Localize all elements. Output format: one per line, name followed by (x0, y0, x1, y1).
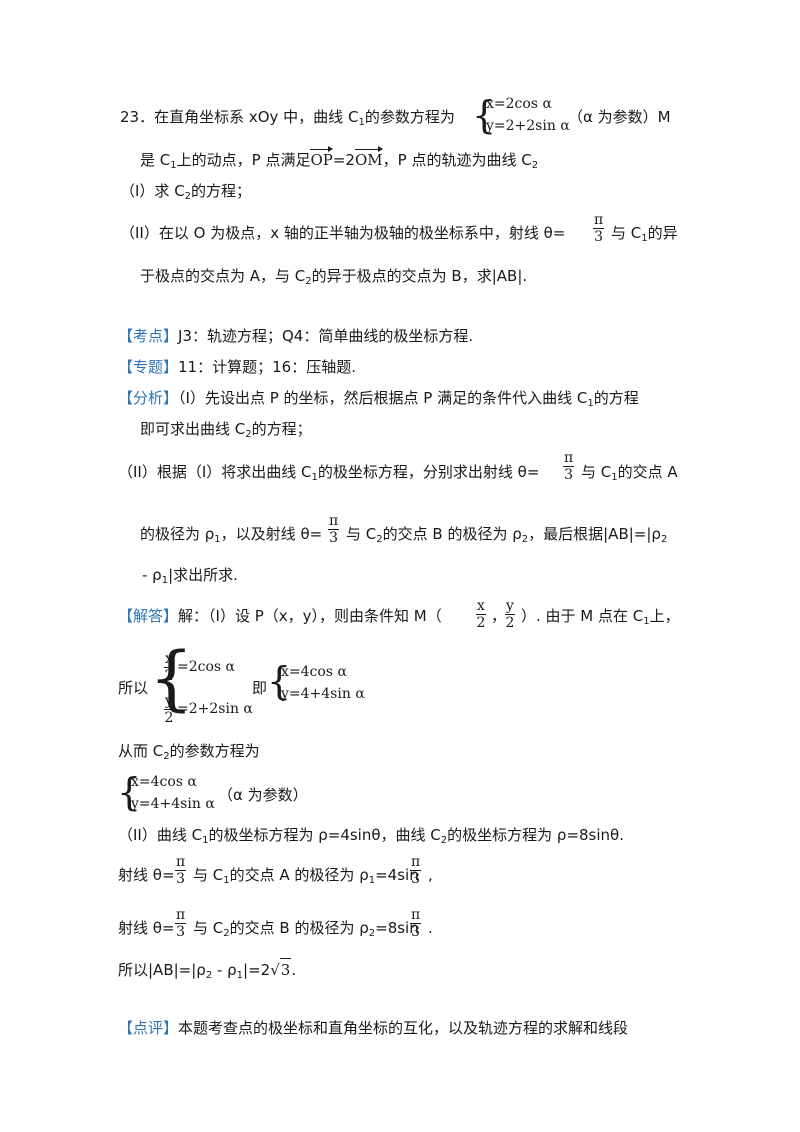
ab-result-line: 所以|AB|=|ρ2 - ρ1|=2√3. (118, 958, 296, 987)
ray-b-line-end: . (428, 919, 433, 937)
fenxi-line-3: （II）根据（I）将求出曲线 C1的极坐标方程，分别求出射线 θ= (118, 463, 540, 483)
ray-a-line: 射线 θ= (118, 866, 175, 884)
system-brace: { (117, 770, 142, 814)
part-2-question-line-1-tail: 与 C1的异 (611, 224, 678, 244)
alpha-param-note: （α 为参数） (218, 786, 308, 804)
ray-b-line-mid: 与 C2的交点 B 的极径为 ρ2=8sin (193, 919, 419, 939)
system-row-x: x=2cos α (486, 96, 552, 112)
system-row-y: y=2+2sin α (486, 118, 570, 134)
ji-label: 即 (252, 679, 268, 697)
sqrt-symbol: √ (270, 961, 280, 979)
zhuanti-tag: 【专题】 (118, 358, 179, 376)
fenxi-line-4: 的极径为 ρ1，以及射线 θ= (140, 525, 323, 545)
zhuanti-line: 【专题】11：计算题；16：压轴题. (118, 358, 356, 376)
ray-a-line-end: , (428, 866, 433, 884)
system-row-x: x=4cos α (281, 664, 347, 680)
system-brace: { (267, 659, 292, 703)
kaodian-tag: 【考点】 (118, 327, 179, 345)
jieda-line-1-tail: ）. 由于 M 点在 C1上， (521, 607, 680, 627)
vector-om: OM (354, 146, 383, 169)
system-row-x: x=4cos α (131, 774, 197, 790)
fenxi-line-4-tail: 与 C2的交点 B 的极径为 ρ2，最后根据|AB|=|ρ2 (346, 525, 668, 545)
fenxi-line-1: 【分析】（I）先设出点 P 的坐标，然后根据点 P 满足的条件代入曲线 C1的方… (118, 389, 639, 409)
part-2-solution-line-1: （II）曲线 C1的极坐标方程为 ρ=4sinθ，曲线 C2的极坐标方程为 ρ=… (118, 826, 624, 846)
system-brace: { (472, 93, 497, 137)
problem-line-1-tail: （α 为参数）M (568, 108, 671, 126)
ray-a-line-mid: 与 C1的交点 A 的极径为 ρ1=4sin (193, 866, 419, 886)
system-row-y: y=4+4sin α (281, 686, 365, 702)
suoyi-label: 所以 (118, 679, 149, 697)
vector-op: OP (310, 146, 334, 169)
fenxi-line-5: - ρ1|求出所求. (142, 566, 238, 586)
problem-line-1: 23．在直角坐标系 xOy 中，曲线 C1的参数方程为 (120, 108, 455, 128)
part-2-question-line-2: 于极点的交点为 A，与 C2的异于极点的交点为 B，求|AB|. (140, 267, 528, 287)
sqrt-radicand: 3 (279, 958, 292, 981)
kaodian-line: 【考点】J3：轨迹方程；Q4：简单曲线的极坐标方程. (118, 327, 474, 345)
system-brace: { (149, 637, 194, 719)
c2-param-heading: 从而 C2的参数方程为 (118, 742, 260, 762)
system-row-1: =2cos α (177, 659, 235, 675)
system-row-2: =2+2sin α (177, 701, 253, 717)
fenxi-tag: 【分析】 (118, 389, 179, 407)
ray-b-line: 射线 θ= (118, 919, 175, 937)
system-row-y: y=4+4sin α (131, 796, 215, 812)
part-1-question: （I）求 C2的方程； (120, 182, 252, 202)
dianping-line: 【点评】本题考查点的极坐标和直角坐标的互化，以及轨迹方程的求解和线段 (118, 1019, 629, 1037)
dianping-tag: 【点评】 (118, 1019, 179, 1037)
part-2-question-line-1: （II）在以 O 为极点，x 轴的正半轴为极轴的极坐标系中，射线 θ= (120, 224, 566, 242)
fenxi-line-3-tail: 与 C1的交点 A (581, 463, 678, 483)
jieda-tag: 【解答】 (118, 607, 179, 625)
problem-line-2: 是 C1上的动点，P 点满足OP=2OM，P 点的轨迹为曲线 C2 (140, 146, 539, 171)
jieda-line-1: 【解答】解：（I）设 P（x，y），则由条件知 M（ (118, 607, 442, 625)
fenxi-line-2: 即可求出曲线 C2的方程； (140, 420, 312, 440)
jieda-comma: ， (491, 607, 507, 625)
